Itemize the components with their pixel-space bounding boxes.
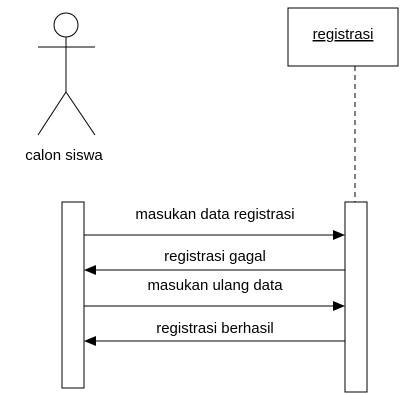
message-label: masukan data registrasi xyxy=(135,206,294,223)
message-masukan-data-registrasi: masukan data registrasi xyxy=(84,206,345,240)
actor-left-leg xyxy=(37,91,67,136)
actor-figure xyxy=(37,12,96,136)
message-registrasi-berhasil: registrasi berhasil xyxy=(84,320,345,346)
actor-head xyxy=(53,12,79,38)
object-activation-bar xyxy=(344,201,368,393)
object-box xyxy=(287,7,399,67)
message-masukan-ulang-data: masukan ulang data xyxy=(84,277,345,311)
message-registrasi-gagal: registrasi gagal xyxy=(84,248,345,275)
arrowhead-icon xyxy=(333,230,345,240)
actor-activation-bar xyxy=(61,201,85,389)
actor-right-leg xyxy=(65,91,96,136)
arrowhead-icon xyxy=(84,265,96,275)
message-label: masukan ulang data xyxy=(147,277,283,294)
arrowhead-icon xyxy=(333,301,345,311)
arrowhead-icon xyxy=(84,336,96,346)
message-label: registrasi gagal xyxy=(164,248,266,265)
object-name: registrasi xyxy=(313,26,374,43)
actor-name: calon siswa xyxy=(25,147,103,164)
message-label: registrasi berhasil xyxy=(156,320,274,337)
